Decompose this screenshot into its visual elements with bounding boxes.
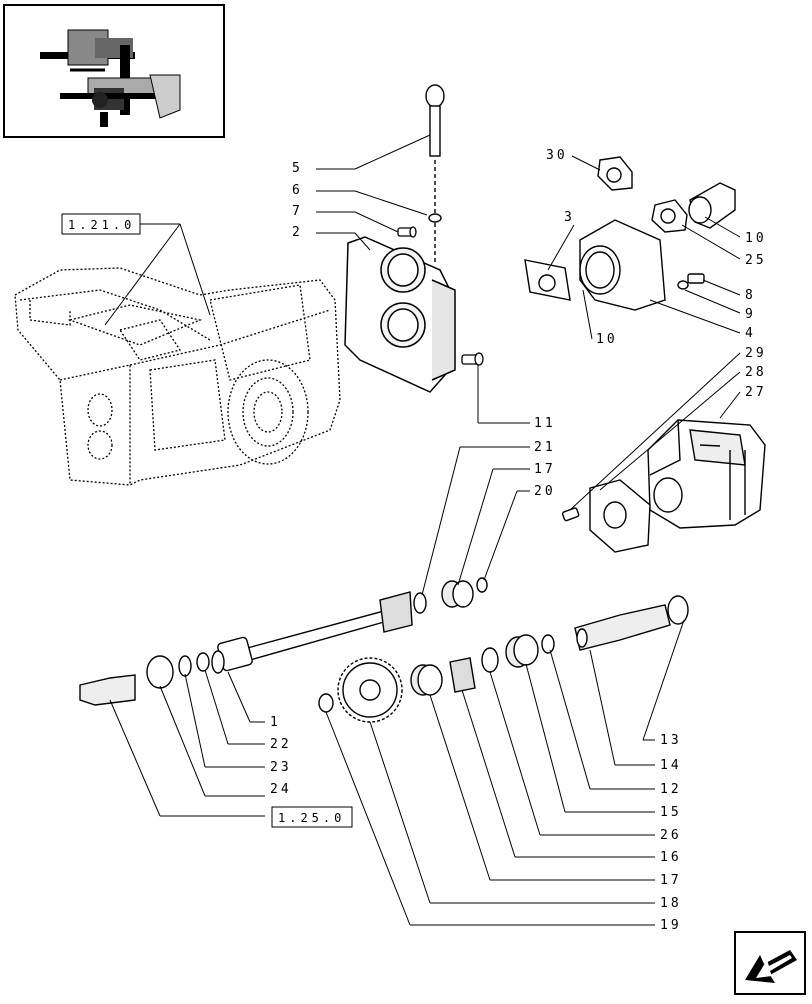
callout-10-bottom: 10 [596, 332, 618, 347]
pump-adapter-drawing [524, 156, 736, 311]
callout-11: 11 [534, 416, 556, 431]
callout-27: 27 [745, 385, 767, 400]
callout-15: 15 [660, 805, 682, 820]
callout-24: 24 [270, 782, 292, 797]
callout-17-top: 17 [534, 462, 556, 477]
callout-5: 5 [292, 161, 303, 176]
screw-part-11-drawing [461, 352, 484, 366]
callout-3: 3 [564, 210, 575, 225]
callout-12: 12 [660, 782, 682, 797]
callout-13: 13 [660, 733, 682, 748]
screw-part-7-drawing [397, 226, 417, 238]
callout-7: 7 [292, 204, 303, 219]
reference-label-bottom: 1.25.0 [278, 811, 345, 825]
reference-label-top: 1.21.0 [68, 218, 135, 232]
callout-30: 30 [546, 148, 568, 163]
hydraulic-pump-drawing [561, 419, 766, 553]
callout-6: 6 [292, 183, 303, 198]
callout-17-bottom: 17 [660, 873, 682, 888]
callout-25: 25 [745, 253, 767, 268]
callout-28: 28 [745, 365, 767, 380]
callout-2: 2 [292, 225, 303, 240]
callout-9: 9 [745, 307, 756, 322]
callout-29: 29 [745, 346, 767, 361]
callout-8: 8 [745, 288, 756, 303]
back-arrow-button[interactable] [734, 931, 806, 995]
callout-16: 16 [660, 850, 682, 865]
callout-20: 20 [534, 484, 556, 499]
pto-cover-plate-drawing [344, 236, 456, 393]
bolt-part-5-drawing [425, 84, 445, 265]
callout-labels: 5 6 7 2 30 3 10 25 8 9 4 10 29 28 27 11 … [270, 148, 767, 933]
leader-lines [109, 134, 741, 926]
callout-18: 18 [660, 896, 682, 911]
transmission-housing-drawing [14, 267, 341, 486]
callout-14: 14 [660, 758, 682, 773]
callout-22: 22 [270, 737, 292, 752]
shaft-assembly-drawing [79, 577, 689, 723]
callout-21: 21 [534, 440, 556, 455]
callout-19: 19 [660, 918, 682, 933]
reference-box-1-25-0[interactable]: 1.25.0 [271, 806, 353, 828]
callout-23: 23 [270, 760, 292, 775]
reference-box-1-21-0[interactable]: 1.21.0 [61, 213, 211, 326]
locator-thumbnail[interactable] [3, 4, 225, 138]
callout-4: 4 [745, 326, 756, 341]
callout-1: 1 [270, 715, 281, 730]
callout-26: 26 [660, 828, 682, 843]
callout-10-top: 10 [745, 231, 767, 246]
